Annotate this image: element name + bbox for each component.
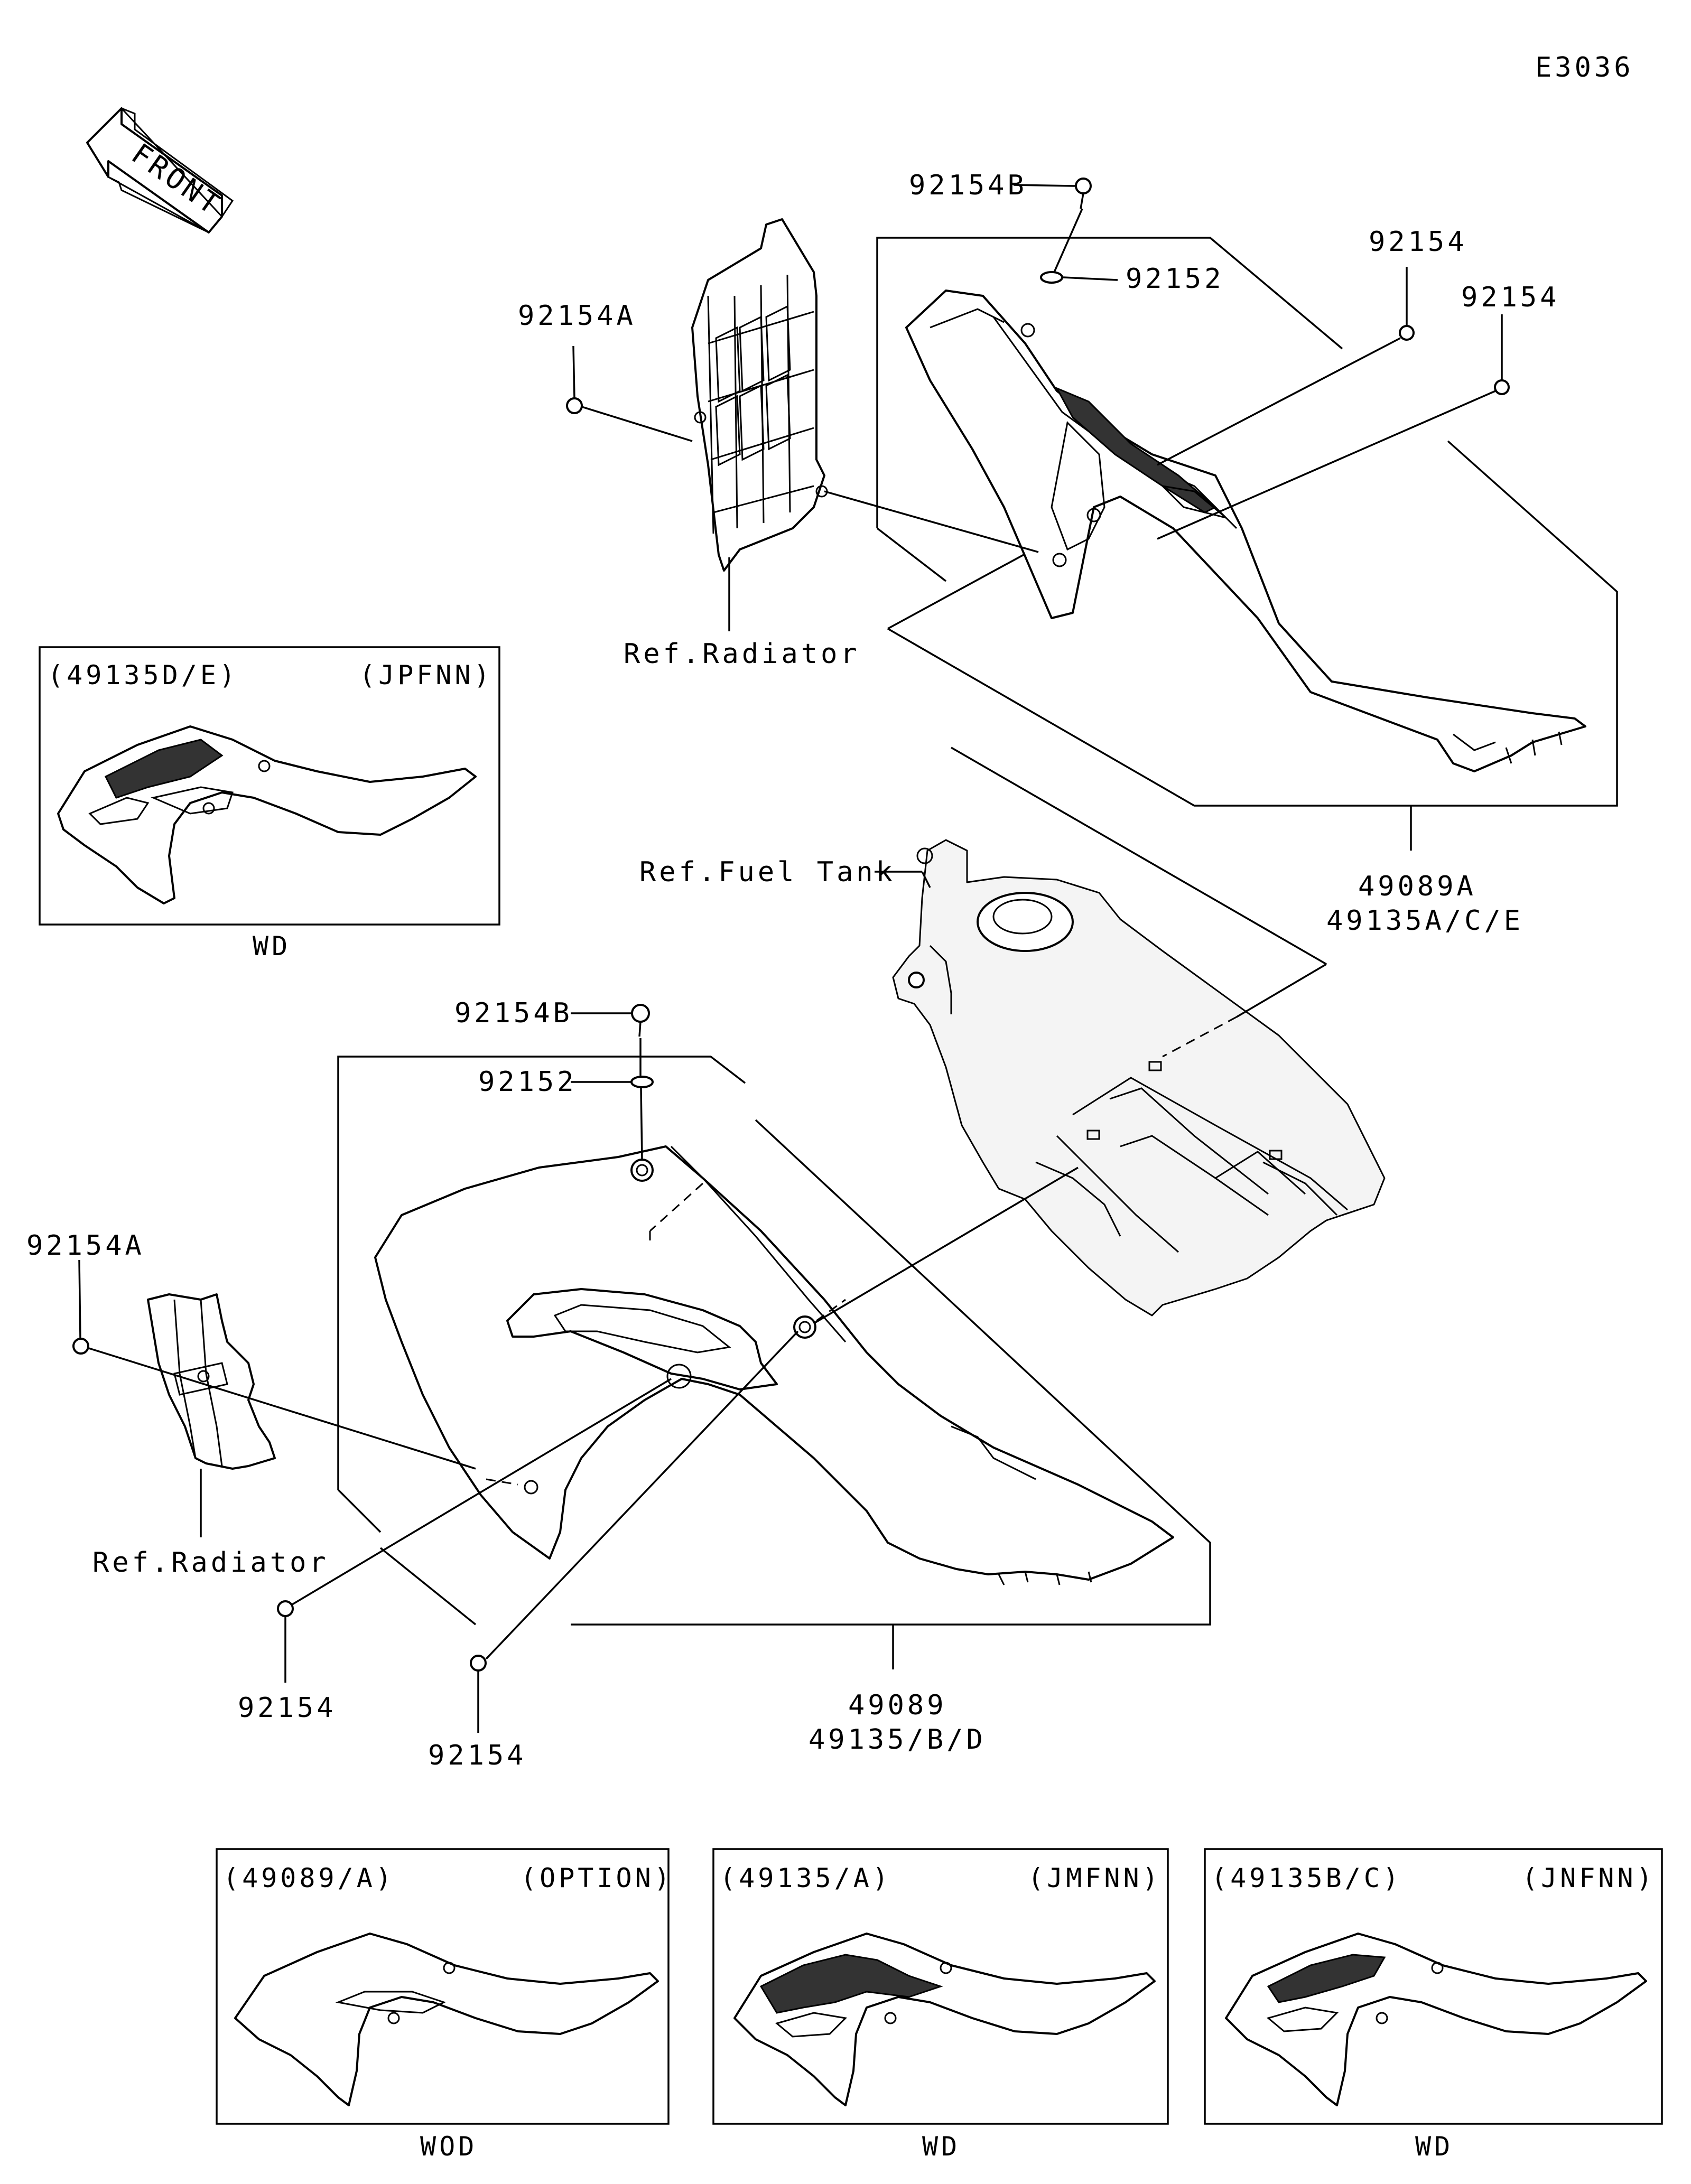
variant-shroud-sketch — [57, 725, 477, 904]
top-radiator-louvre — [691, 218, 828, 572]
top-92154-a-label: 92154 — [1369, 226, 1467, 258]
top-to-tank-line — [951, 746, 1327, 965]
lower-radiator-bracket — [147, 1293, 276, 1470]
top-ref-radiator-label: Ref.Radiator — [624, 638, 860, 670]
mid-92152-label: 92152 — [478, 1066, 577, 1098]
top-assembly-bracket — [876, 237, 1618, 851]
bottom-92154-b-label: 92154 — [428, 1740, 527, 1771]
variant-box-49135BC: (49135B/C) (JNFNN) WD — [1204, 1848, 1663, 2162]
top-92154B-label: 92154B — [909, 170, 1027, 201]
bottom-assy-label-1: 49089 — [848, 1690, 947, 1721]
variant-box-49135A: (49135/A) (JMFNN) WD — [712, 1848, 1169, 2162]
variant-caption: WOD — [420, 2131, 477, 2162]
variant-box-49089A: (49089/A) (OPTION) WOD — [216, 1848, 673, 2162]
variant-caption: WD — [1415, 2131, 1453, 2162]
bottom-92154-a-label: 92154 — [238, 1692, 337, 1724]
lower-leaders — [78, 1012, 1079, 1733]
variant-part-label: (49135D/E) — [48, 660, 238, 690]
bottom-assy-label-2: 49135/B/D — [809, 1724, 986, 1756]
top-92154-b-label: 92154 — [1461, 282, 1560, 313]
top-92154A-label: 92154A — [518, 300, 636, 332]
top-leaders — [572, 184, 1503, 553]
variant-code-label: (JPFNN) — [359, 660, 493, 690]
lower-fasteners — [72, 1004, 654, 1672]
variant-code-label: (JNFNN) — [1522, 1863, 1656, 1893]
lower-assembly-bracket — [337, 1056, 1211, 1669]
top-fasteners — [566, 178, 1510, 414]
lower-shroud-part — [374, 1145, 1174, 1585]
mid-92154B-label: 92154B — [454, 997, 573, 1029]
left-92154A-label: 92154A — [26, 1230, 145, 1262]
variant-caption: WD — [253, 931, 291, 962]
variant-shroud-sketch — [733, 1933, 1156, 2106]
variant-caption: WD — [922, 2131, 960, 2162]
top-shroud-part — [905, 290, 1586, 772]
front-arrow-icon: FRONT — [86, 107, 234, 234]
variant-box-49135DE: (49135D/E) (JPFNN) WD — [39, 646, 500, 962]
variant-part-label: (49135/A) — [720, 1863, 891, 1893]
variant-shroud-sketch — [1225, 1933, 1647, 2106]
diagram-id: E3036 — [1535, 52, 1634, 83]
variant-code-label: (JMFNN) — [1028, 1863, 1162, 1893]
top-assy-label-1: 49089A — [1358, 871, 1476, 902]
variant-shroud-sketch — [234, 1933, 659, 2106]
top-92152-label: 92152 — [1126, 263, 1224, 295]
left-ref-radiator-label: Ref.Radiator — [92, 1547, 329, 1579]
variant-part-label: (49089/A) — [223, 1863, 395, 1893]
variant-code-label: (OPTION) — [521, 1863, 673, 1893]
variant-part-label: (49135B/C) — [1211, 1863, 1402, 1893]
fuel-tank-label: Ref.Fuel Tank — [639, 856, 896, 888]
fuel-tank-part — [892, 839, 1386, 1317]
top-assy-label-2: 49135A/C/E — [1326, 905, 1523, 937]
